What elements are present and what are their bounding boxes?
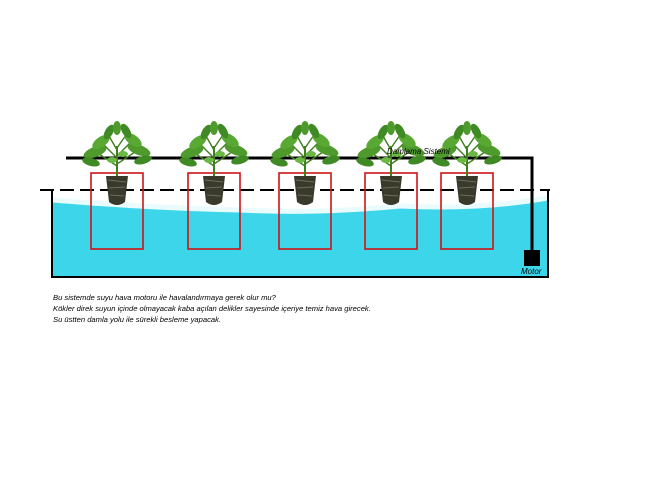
- water: [52, 198, 548, 277]
- note-line-3: Su üstten damla yolu ile sürekli besleme…: [53, 315, 221, 324]
- notes: Bu sistemde suyu hava motoru ile havalan…: [53, 292, 613, 325]
- drip-pipe: [66, 156, 534, 250]
- plant-icon: [177, 120, 251, 206]
- plant-icon: [268, 120, 342, 206]
- plant-icon: [80, 120, 154, 206]
- note-line-1: Bu sistemde suyu hava motoru ile havalan…: [53, 293, 276, 302]
- plant-row: [80, 120, 504, 250]
- tank-outline: [51, 190, 549, 278]
- motor-label: Motor: [521, 267, 542, 276]
- motor-icon: [524, 250, 540, 266]
- drip-system-label: Damlama Sistemi: [387, 147, 450, 156]
- plant-icon: [354, 120, 428, 206]
- plant-icon: [430, 120, 504, 206]
- note-line-2: Kökler direk suyun içinde olmayacak kaba…: [53, 304, 371, 313]
